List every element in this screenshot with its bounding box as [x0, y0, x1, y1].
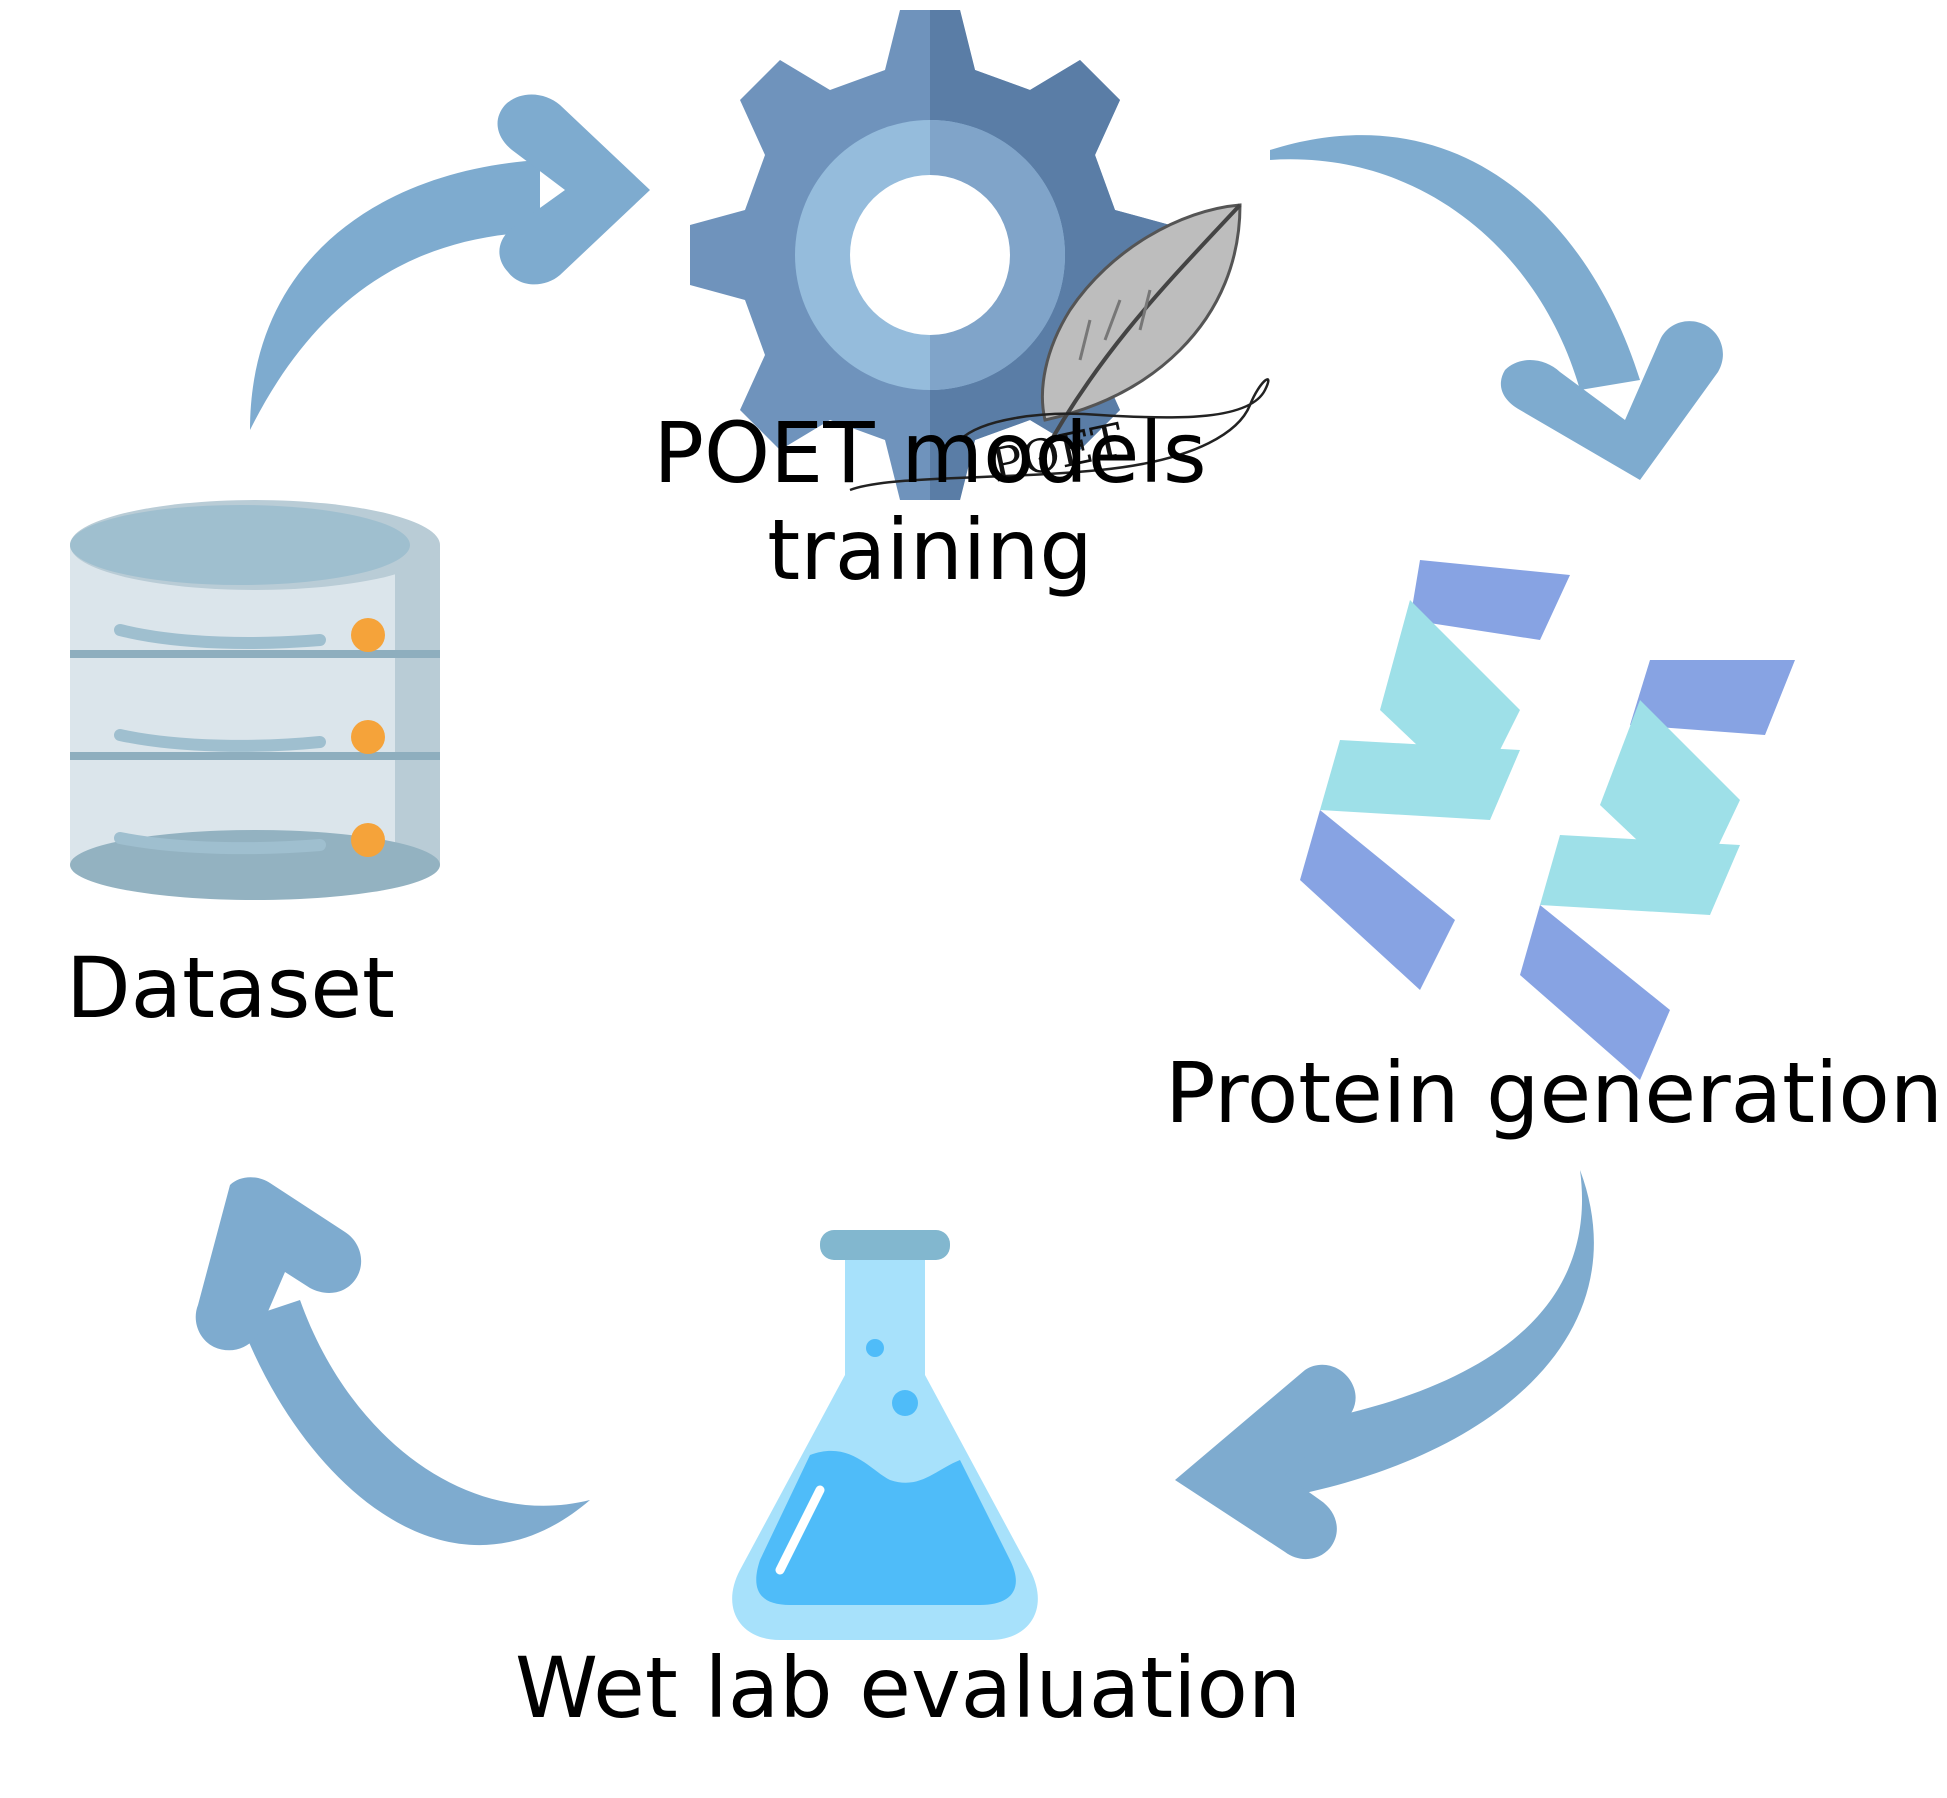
protein-node-label: Protein generation — [1165, 1044, 1943, 1142]
arrow-wetlab-to-dataset — [195, 1177, 590, 1546]
poet-label-line1: POET models — [653, 404, 1207, 502]
wetlab-node-label: Wet lab evaluation — [515, 1639, 1302, 1737]
arrow-protein-to-wetlab — [1175, 1170, 1594, 1560]
gear-icon — [690, 10, 1170, 500]
protein-helix-icon — [1300, 560, 1795, 1080]
database-icon — [70, 500, 440, 900]
poet-label-line2: training — [767, 500, 1093, 599]
arrow-poet-to-protein — [1270, 135, 1723, 480]
flask-icon — [732, 1230, 1038, 1640]
gear-with-quill-icon: POET — [690, 10, 1270, 500]
arrow-dataset-to-poet — [250, 94, 650, 430]
dataset-node-label: Dataset — [66, 939, 395, 1037]
quill-icon — [1038, 203, 1242, 461]
poet-node-label: POET models training — [550, 405, 1310, 598]
